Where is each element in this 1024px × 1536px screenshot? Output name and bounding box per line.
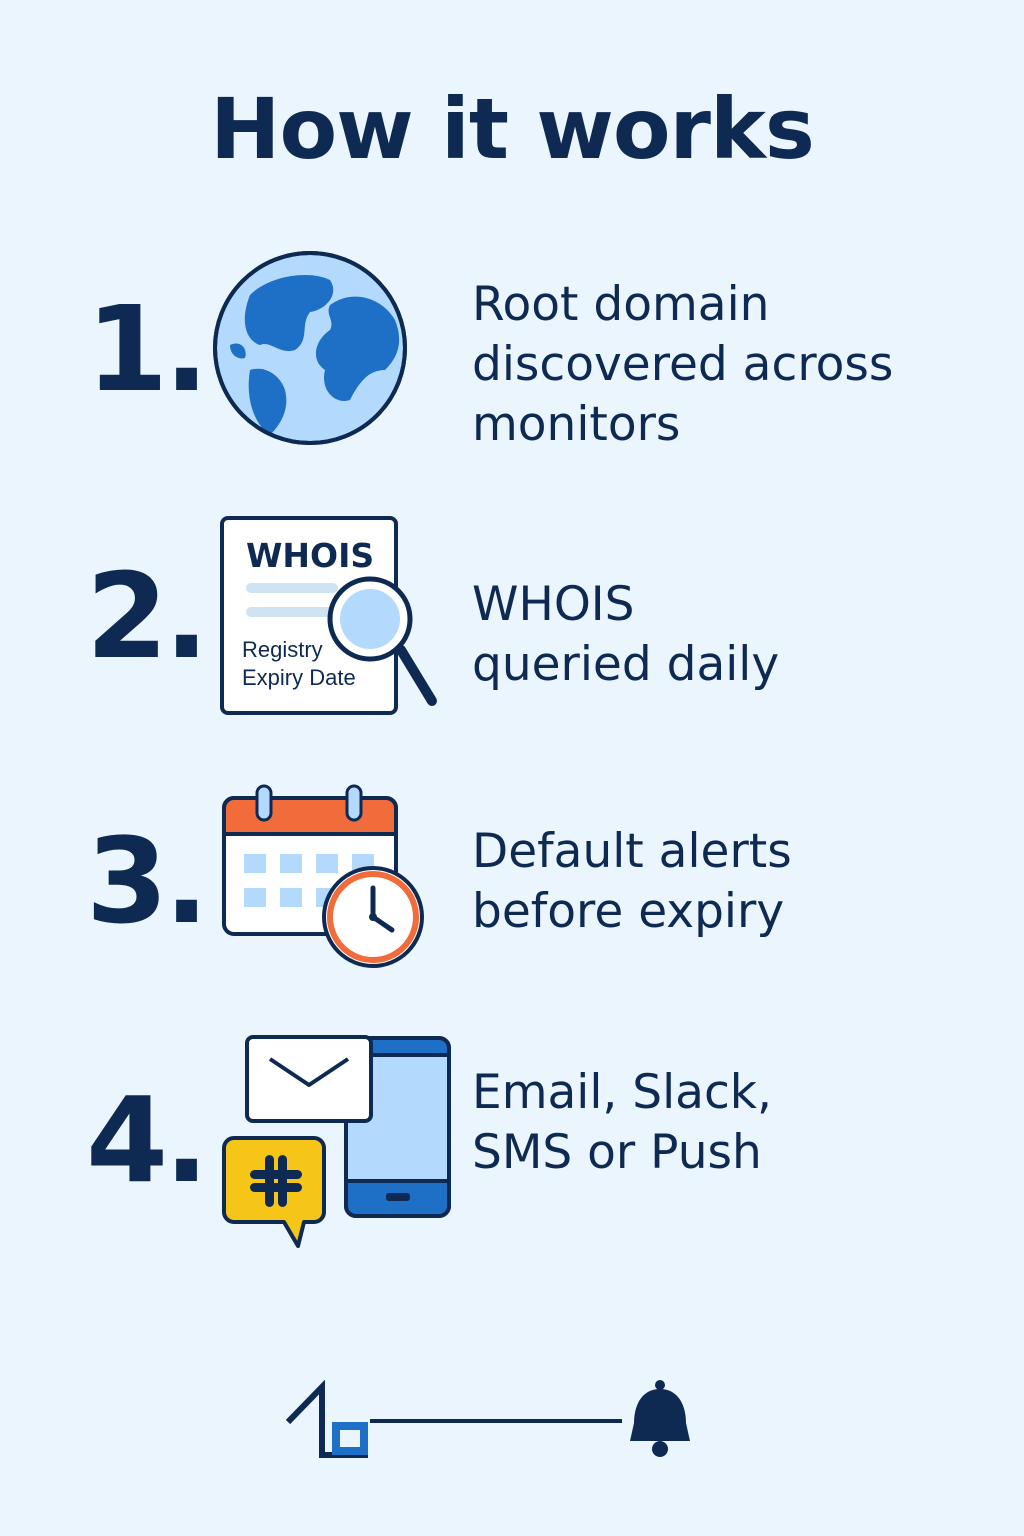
page-title: How it works	[210, 80, 815, 178]
whois-doc-line2: Expiry Date	[242, 665, 356, 690]
step-number: 1.	[86, 280, 209, 418]
envelope-icon	[245, 1035, 373, 1123]
globe-icon	[213, 251, 407, 445]
step-number: 3.	[86, 812, 209, 950]
step-text: Root domain discovered across monitors	[472, 277, 894, 452]
bell-icon	[630, 1380, 690, 1457]
slack-icon	[222, 1136, 326, 1248]
step-text: Email, Slack, SMS or Push	[472, 1065, 772, 1180]
footer-logo-line	[285, 1379, 690, 1458]
step-text: WHOIS queried daily	[472, 577, 780, 692]
whois-doc-title: WHOIS	[246, 536, 374, 575]
step-text: Default alerts before expiry	[472, 824, 792, 939]
notification-channels-icon	[222, 1035, 451, 1248]
calendar-clock-icon	[222, 784, 424, 968]
step-number: 4.	[86, 1071, 209, 1209]
step-number: 2.	[86, 547, 209, 685]
whois-document-icon: WHOIS Registry Expiry Date	[220, 516, 437, 715]
whois-doc-line1: Registry	[242, 637, 323, 662]
brand-logo-icon	[285, 1379, 368, 1458]
